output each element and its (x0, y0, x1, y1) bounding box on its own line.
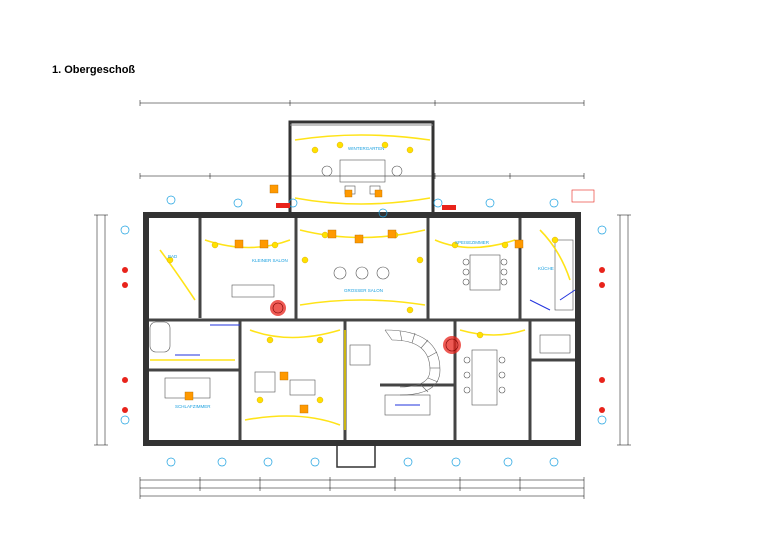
room-label-kleiner-salon: KLEINER SALON (252, 258, 288, 263)
room-label-wintergarten: WINTERGARTEN (348, 146, 384, 151)
staircase (384, 329, 441, 396)
axis-markers (120, 195, 607, 467)
room-label-grosser-salon: GROSSER SALON (344, 288, 383, 293)
room-label-bad: BAD (168, 254, 178, 259)
room-label-schlafzimmer: SCHLAFZIMMER (175, 404, 211, 409)
fixture-symbols (184, 184, 524, 414)
dimension-lines (94, 100, 631, 499)
room-label-kueche: KÜCHE (538, 265, 554, 271)
page-title: 1. Obergeschoß (52, 64, 136, 76)
building-walls (143, 120, 581, 468)
red-markers (122, 189, 605, 413)
room-label-speisezimmer: SPEISEZIMMER (455, 240, 490, 245)
lighting-fixtures (166, 141, 559, 404)
electrical-lines (175, 289, 576, 406)
room-labels: WINTERGARTEN KLEINER SALON GROSSER SALON… (168, 146, 554, 409)
fireplace-symbols (270, 300, 461, 354)
